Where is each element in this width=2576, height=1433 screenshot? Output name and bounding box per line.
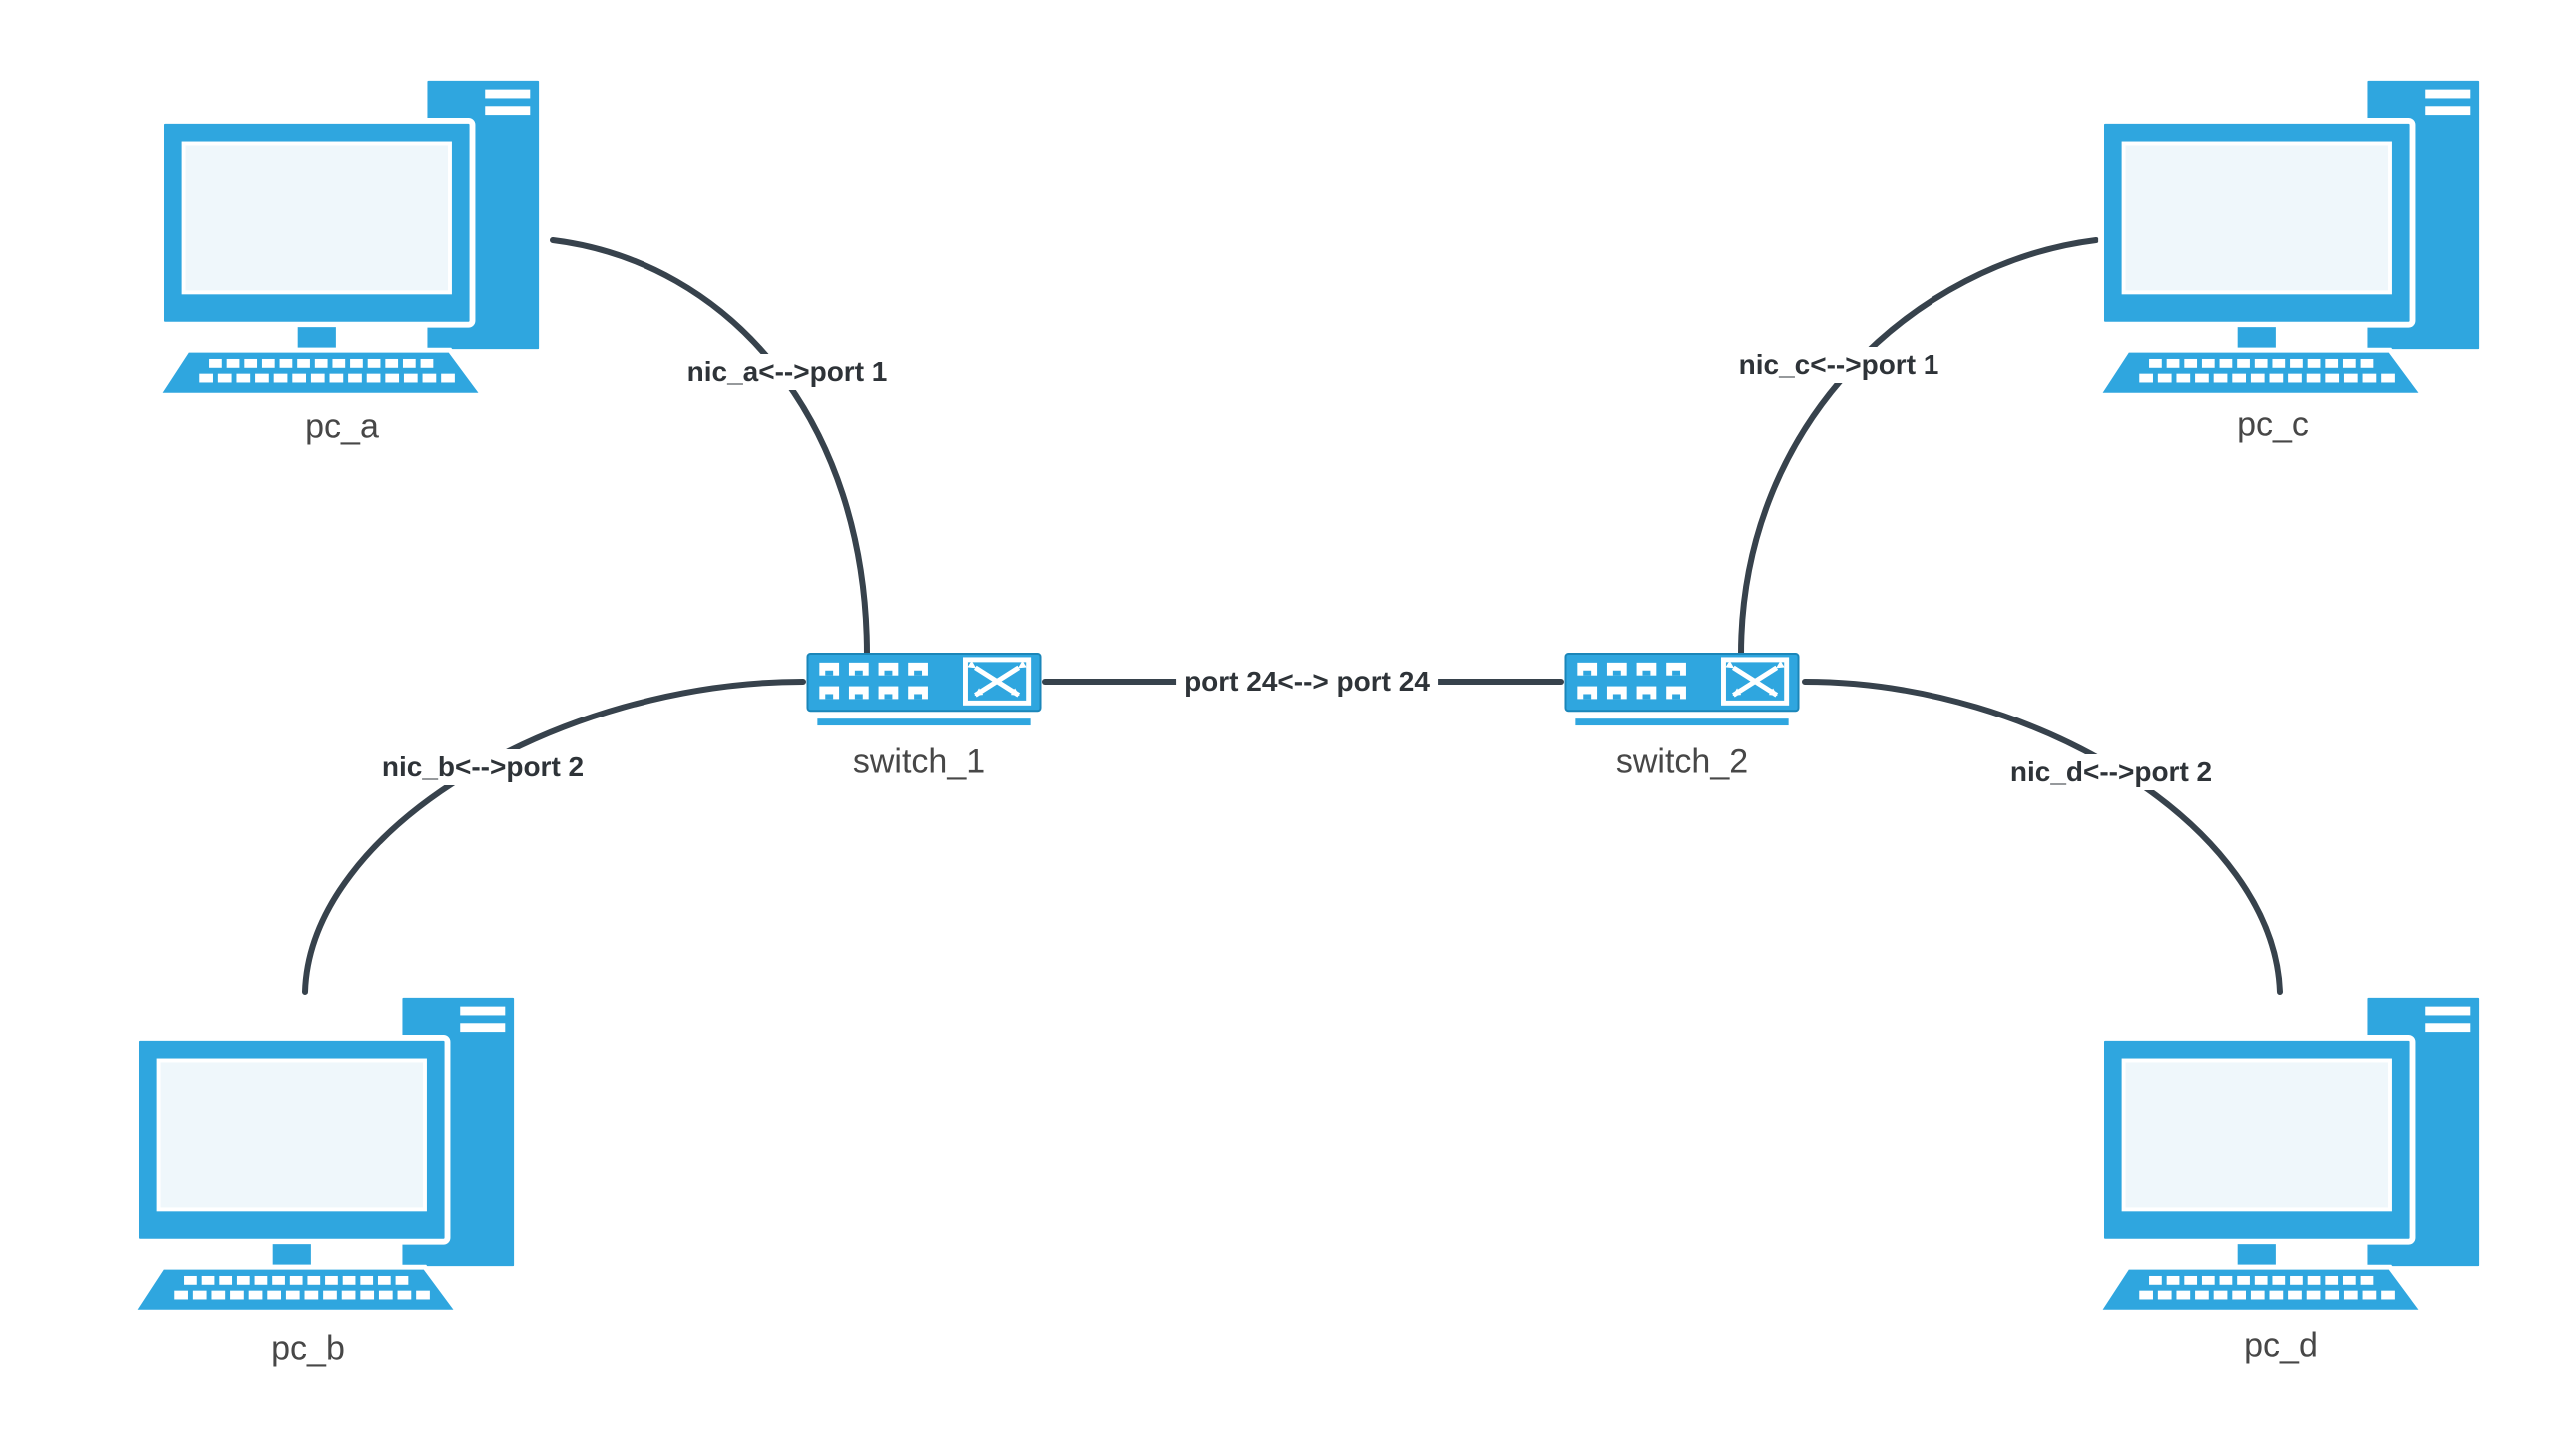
link-label-pc_a-switch_1: nic_a<-->port 1 — [678, 354, 896, 390]
node-label-pc_d: pc_d — [2244, 1326, 2318, 1365]
pc-icon — [133, 989, 525, 1322]
link-label-pc_d-switch_2: nic_d<-->port 2 — [2001, 754, 2221, 790]
link-pc_a-switch_1[interactable] — [550, 237, 870, 658]
link-pc_d-switch_2[interactable] — [1802, 679, 2283, 995]
node-label-pc_c: pc_c — [2237, 405, 2309, 444]
node-label-switch_1: switch_1 — [852, 742, 986, 781]
node-label-pc_b: pc_b — [271, 1329, 345, 1368]
pc-icon — [2098, 989, 2490, 1322]
node-pc_c[interactable] — [2098, 72, 2490, 405]
link-label-switch_1-switch_2: port 24<--> port 24 — [1176, 664, 1438, 700]
pc-icon — [2098, 72, 2490, 405]
node-pc_a[interactable] — [158, 72, 550, 405]
node-switch_1[interactable] — [805, 652, 1043, 730]
link-pc_b-switch_1[interactable] — [302, 679, 806, 995]
switch-icon — [1563, 652, 1801, 730]
pc-icon — [158, 72, 550, 405]
link-label-pc_c-switch_2: nic_c<-->port 1 — [1730, 347, 1947, 383]
node-label-switch_2: switch_2 — [1615, 742, 1749, 781]
node-pc_b[interactable] — [133, 989, 525, 1322]
link-label-pc_b-switch_1: nic_b<-->port 2 — [373, 749, 593, 785]
link-pc_c-switch_2[interactable] — [1738, 237, 2099, 658]
node-switch_2[interactable] — [1563, 652, 1801, 730]
switch-icon — [805, 652, 1043, 730]
node-pc_d[interactable] — [2098, 989, 2490, 1322]
node-label-pc_a: pc_a — [305, 407, 379, 446]
